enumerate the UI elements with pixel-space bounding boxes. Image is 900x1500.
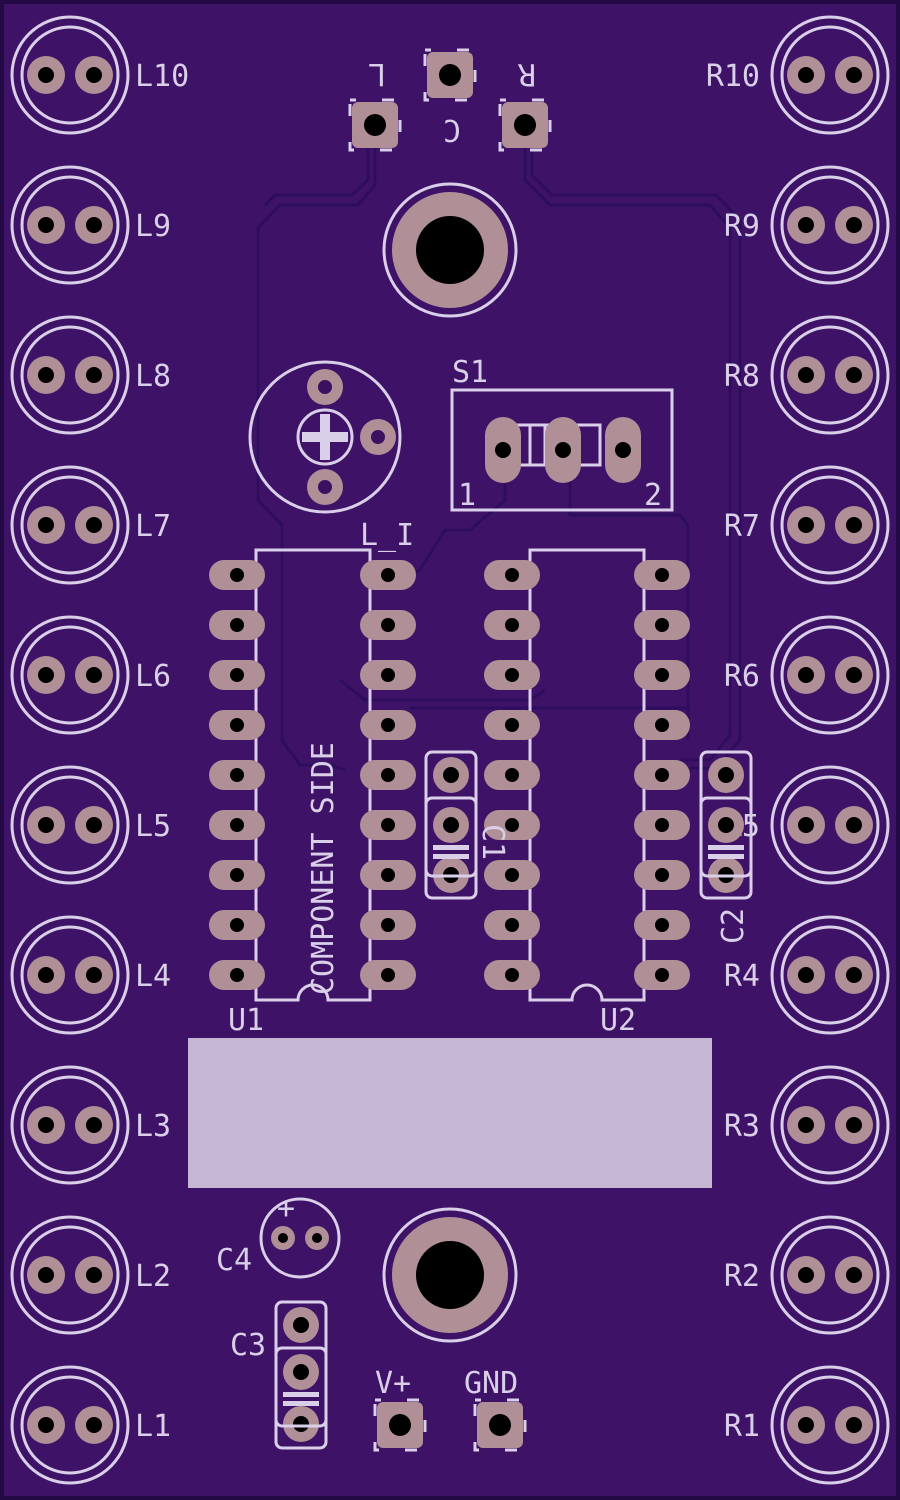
- mounting-hole-top: [382, 182, 518, 318]
- connector-l8: L8: [10, 315, 171, 435]
- connector-l4: L4: [10, 915, 171, 1035]
- connector-r9: R9: [724, 165, 890, 285]
- connector-r10: R10: [706, 15, 890, 135]
- connector-r4: R4: [724, 915, 890, 1035]
- ic-u2: [484, 548, 690, 1002]
- connector-label-l10: L10: [135, 59, 189, 94]
- connector-l7: L7: [10, 465, 171, 585]
- connector-label-l9: L9: [135, 209, 171, 244]
- connector-l9: L9: [10, 165, 171, 285]
- connector-r8: R8: [724, 315, 890, 435]
- trace-switch-r: [568, 445, 690, 740]
- connector-l10: L10: [10, 15, 189, 135]
- trace-mid-bus: [339, 678, 546, 702]
- connector-label-l3: L3: [135, 1109, 171, 1144]
- component-side-label: COMPONENT SIDE: [306, 742, 341, 995]
- capacitor-c3: [274, 1300, 328, 1450]
- vplus-label: V+: [375, 1366, 411, 1401]
- pot-header: [348, 48, 552, 152]
- switch-pin1-label: 1: [458, 478, 476, 513]
- switch-s1: [450, 388, 674, 512]
- c1-label: C1: [475, 824, 510, 860]
- connector-label-r1: R1: [724, 1409, 760, 1444]
- connector-l3: L3: [10, 1065, 171, 1185]
- c4-plus-label: +: [277, 1191, 295, 1226]
- connector-label-l2: L2: [135, 1259, 171, 1294]
- connector-label-r7: R7: [724, 509, 760, 544]
- connector-r1: R1: [724, 1365, 890, 1485]
- connector-label-r3: R3: [724, 1109, 760, 1144]
- connector-label-r8: R8: [724, 359, 760, 394]
- mounting-hole-bottom: [382, 1207, 518, 1343]
- gnd-label: GND: [464, 1366, 518, 1401]
- ic-u1: [209, 548, 416, 1002]
- switch-label: S1: [452, 355, 488, 390]
- label-block: [188, 1038, 712, 1188]
- connector-label-r4: R4: [724, 959, 760, 994]
- connector-l2: L2: [10, 1215, 171, 1335]
- capacitor-c2: [699, 750, 753, 900]
- connector-label-r10: R10: [706, 59, 760, 94]
- connector-l6: L6: [10, 615, 171, 735]
- c2-label: C2: [716, 908, 751, 944]
- pot-label-r: R: [517, 56, 536, 91]
- connector-label-l7: L7: [135, 509, 171, 544]
- trimmer-pot: [248, 360, 402, 514]
- connector-r7: R7: [724, 465, 890, 585]
- u1-label: U1: [228, 1003, 264, 1038]
- power-pad-gnd: [473, 1398, 527, 1452]
- connector-l5: L5: [10, 765, 171, 885]
- trace-r-pot: [523, 125, 732, 762]
- connector-label-r9: R9: [724, 209, 760, 244]
- trace-switch-l: [404, 445, 507, 580]
- trace-l-pot-inner: [263, 125, 370, 207]
- u2-label: U2: [600, 1003, 636, 1038]
- switch-pin2-label: 2: [644, 478, 662, 513]
- capacitor-c1: [424, 750, 478, 900]
- capacitor-c4: [259, 1197, 341, 1279]
- connector-label-l5: L5: [135, 809, 171, 844]
- pot-label-c: C: [443, 112, 461, 147]
- c3-label: C3: [230, 1328, 266, 1363]
- connector-label-l1: L1: [135, 1409, 171, 1444]
- connector-l1: L1: [10, 1365, 171, 1485]
- connector-label-l8: L8: [135, 359, 171, 394]
- c4-label: C4: [216, 1243, 252, 1278]
- connector-r2: R2: [724, 1215, 890, 1335]
- connector-label-r2: R2: [724, 1259, 760, 1294]
- pot-label-l: L: [368, 56, 386, 91]
- connector-r6: R6: [724, 615, 890, 735]
- connector-label-l4: L4: [135, 959, 171, 994]
- l-i-label: L_I: [360, 518, 414, 553]
- connector-label-l6: L6: [135, 659, 171, 694]
- trace-l-pot: [256, 125, 377, 772]
- connector-r3: R3: [724, 1065, 890, 1185]
- right-connectors: R10R9R8R7R6R5R4R3R2R1: [706, 15, 890, 1485]
- power-pad-vplus: [373, 1398, 427, 1452]
- connector-label-r6: R6: [724, 659, 760, 694]
